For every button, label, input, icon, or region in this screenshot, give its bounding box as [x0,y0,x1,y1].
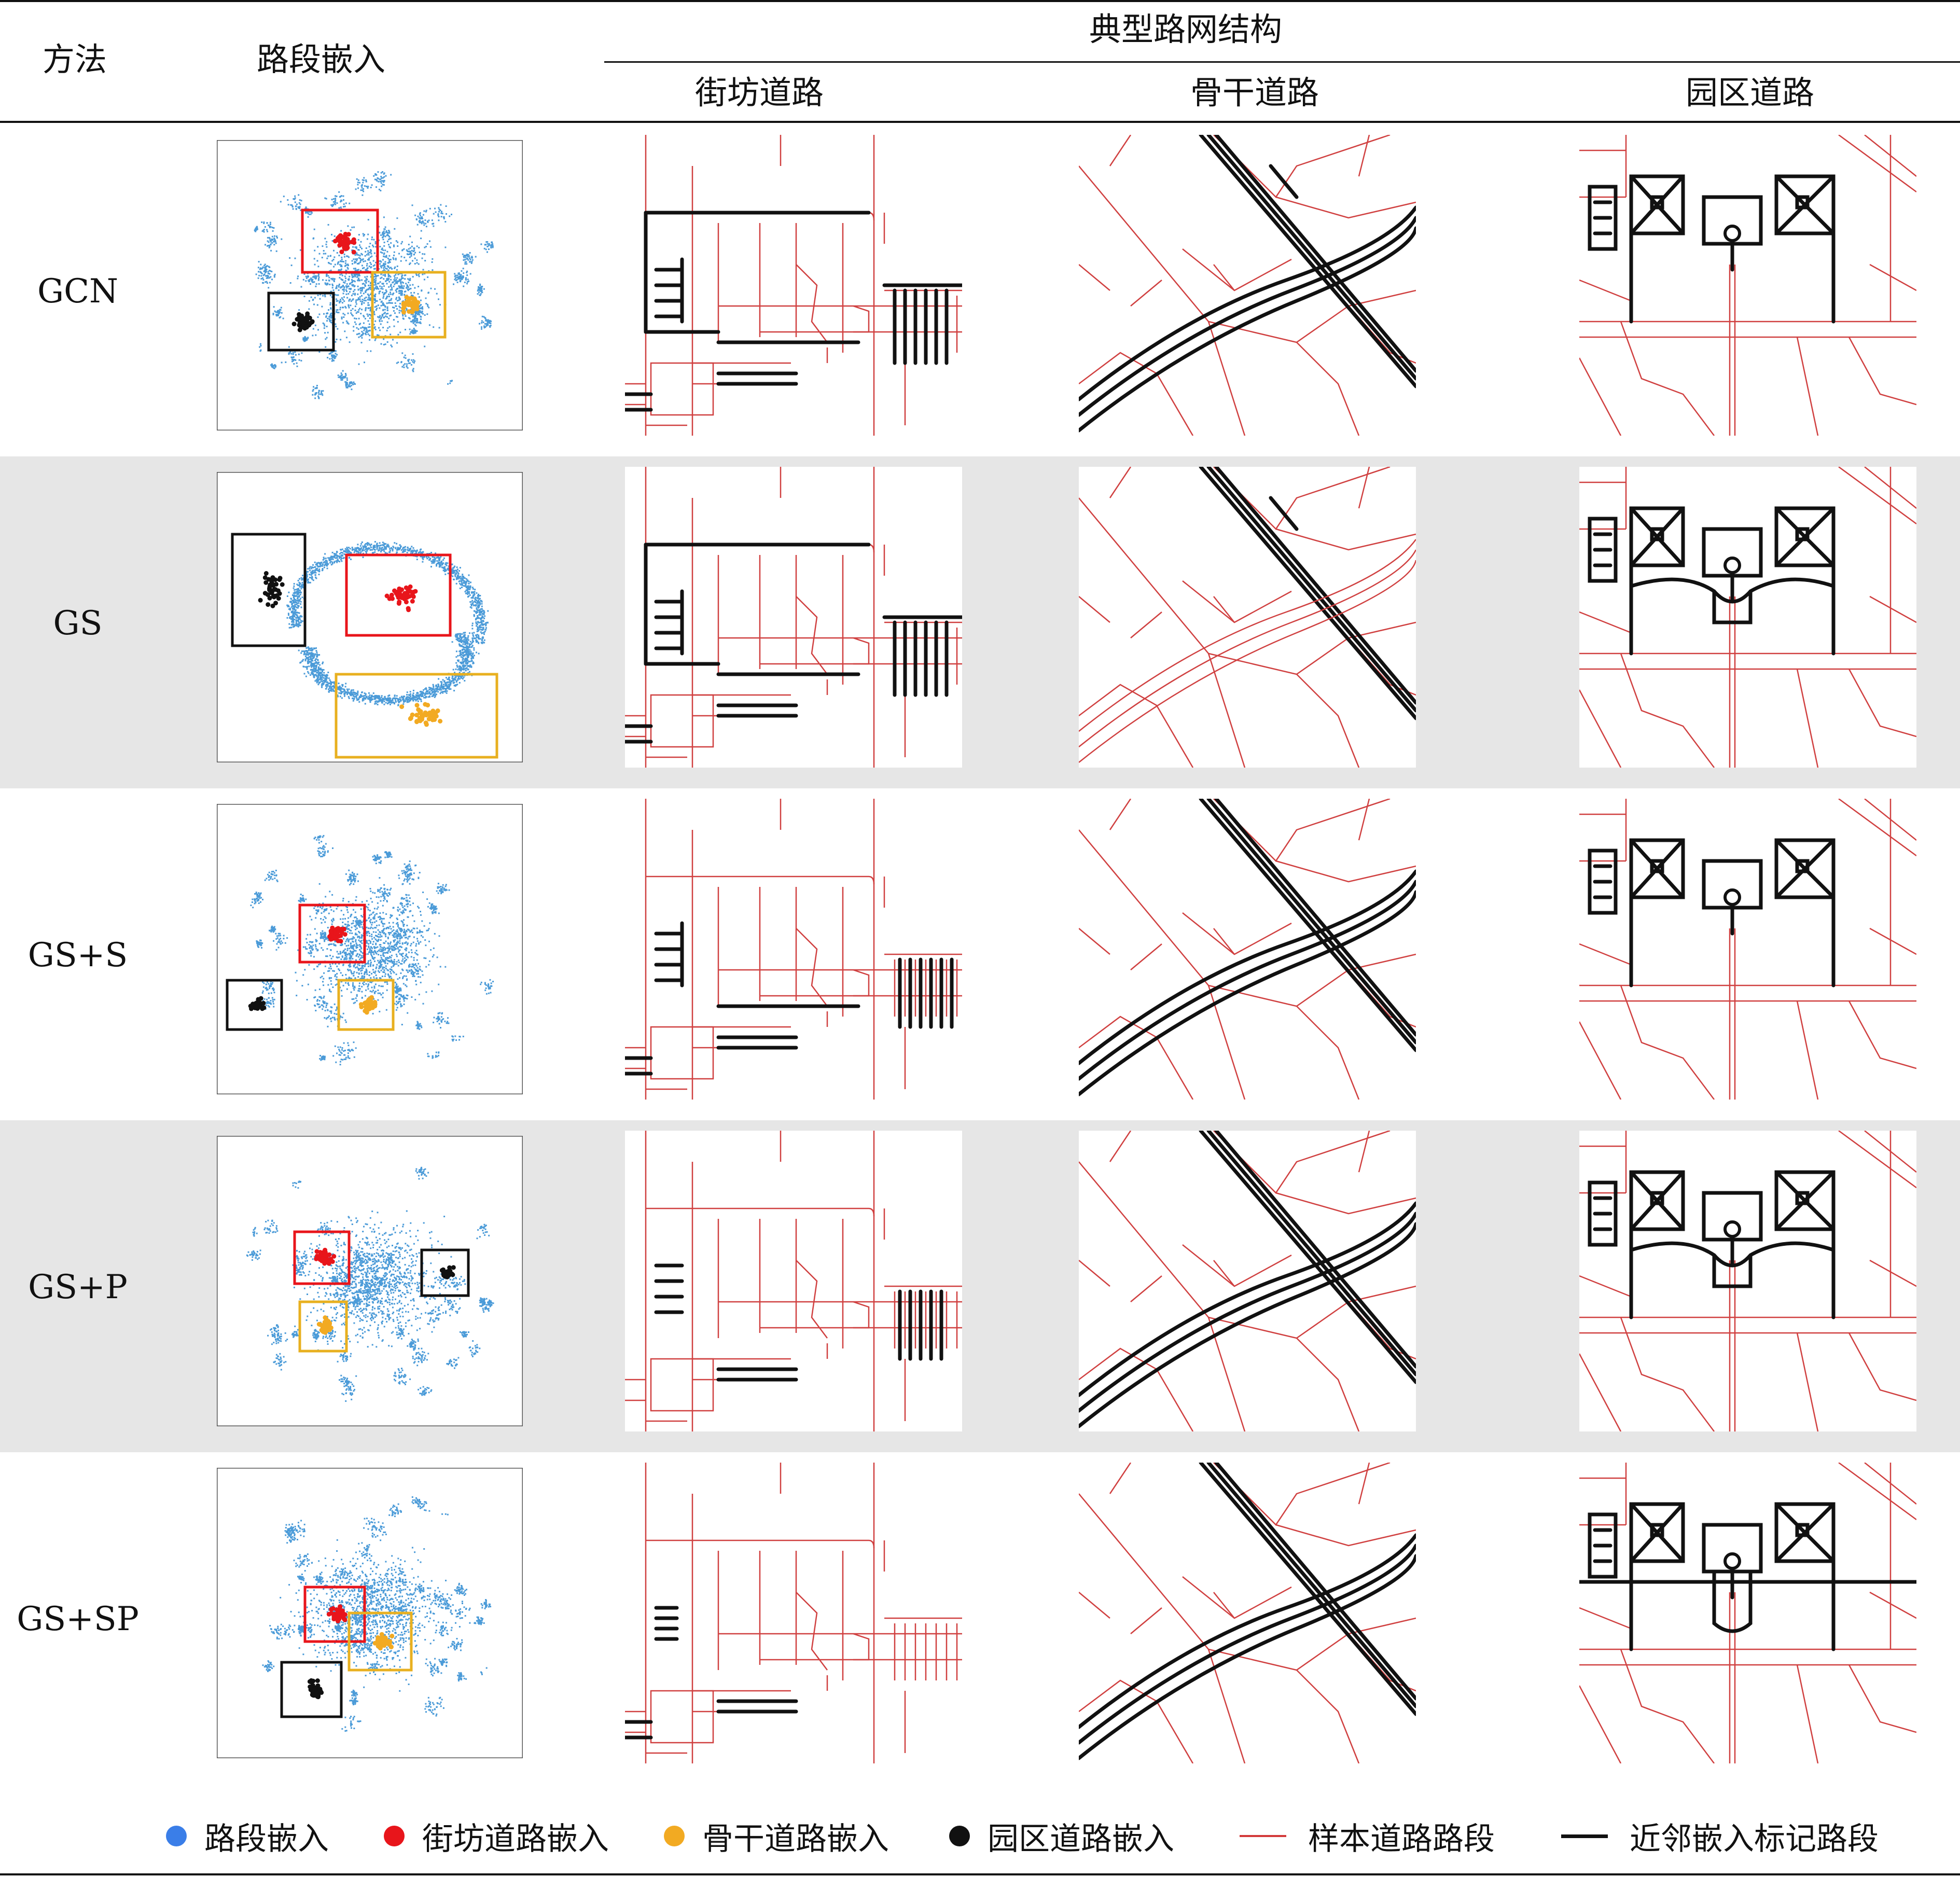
legend-dot-orange [664,1826,685,1846]
header-typical: 典型路网结构 [1089,10,1283,48]
arterial-road-network [1079,1463,1416,1763]
park-road-network [1579,1463,1916,1763]
header-park: 园区道路 [1686,74,1815,112]
bottom-rule [0,1873,1960,1875]
legend-label: 路段嵌入 [204,1820,329,1857]
legend-label: 园区道路嵌入 [988,1820,1174,1857]
legend-item-park: 园区道路嵌入 [949,1815,1174,1857]
arterial-road-network [1079,1131,1416,1431]
legend-line-red [1240,1835,1286,1837]
embedding-scatter [217,804,523,1094]
legend-line-black [1561,1834,1608,1838]
legend-dot-blue [166,1826,187,1846]
street-road-network [625,135,962,436]
street-road-network [625,799,962,1100]
header-arterial: 骨干道路 [1190,74,1319,112]
method-label: GCN [37,272,119,311]
header-street: 街坊道路 [695,74,824,112]
arterial-road-network [1079,467,1416,768]
arterial-road-network [1079,135,1416,436]
park-road-network [1579,1131,1916,1431]
legend-dot-red [384,1826,405,1846]
street-road-network [625,1463,962,1763]
header-rule [0,121,1960,123]
street-road-network [625,1131,962,1431]
legend-item-sample-road: 样本道路路段 [1240,1815,1495,1857]
legend-label: 样本道路路段 [1308,1820,1495,1857]
legend-label: 街坊道路嵌入 [422,1820,609,1857]
header-method: 方法 [43,40,107,78]
method-label: GS+SP [17,1600,139,1638]
legend: 路段嵌入 街坊道路嵌入 骨干道路嵌入 园区道路嵌入 样本道路路段 近邻嵌入标记路… [0,1815,1960,1857]
embedding-scatter [217,1136,523,1426]
typical-underline [604,61,1960,63]
embedding-scatter [217,140,523,430]
legend-label: 近邻嵌入标记路段 [1630,1820,1879,1857]
park-road-network [1579,467,1916,768]
method-label: GS [53,604,103,643]
legend-label: 骨干道路嵌入 [702,1820,889,1857]
legend-dot-black [949,1826,970,1846]
embedding-scatter [217,1468,523,1758]
park-road-network [1579,799,1916,1100]
park-road-network [1579,135,1916,436]
legend-item-segment: 路段嵌入 [166,1815,329,1857]
legend-item-street: 街坊道路嵌入 [384,1815,609,1857]
legend-item-marked-road: 近邻嵌入标记路段 [1561,1815,1879,1857]
method-label: GS+S [27,936,128,975]
header-embedding: 路段嵌入 [257,40,386,78]
arterial-road-network [1079,799,1416,1100]
street-road-network [625,467,962,768]
top-rule [0,0,1960,2]
method-label: GS+P [28,1268,128,1306]
embedding-scatter [217,472,523,762]
legend-item-arterial: 骨干道路嵌入 [664,1815,889,1857]
